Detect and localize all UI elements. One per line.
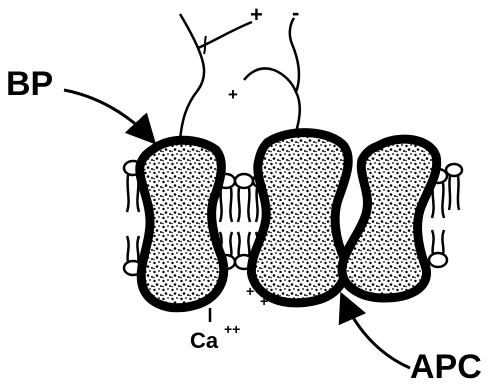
apc-label: APC [410,348,482,386]
protein-apc [342,139,437,298]
bp-label: BP [6,65,53,103]
plus-sign-low-1: + [246,283,254,299]
minus-sign-top: - [292,0,299,25]
protein-bp [140,140,224,308]
protein-middle [251,133,348,303]
small-squiggle [204,36,206,54]
apc-arrow [344,300,410,368]
plus-sign-left: + [228,85,238,104]
plus-sign-low-2: + [260,293,268,309]
bp-arrow [64,90,150,138]
plus-sign-top: + [250,2,263,27]
calcium-charge: ++ [224,321,240,337]
middle-protein-tail [244,18,300,132]
bp-tail [180,14,252,140]
calcium-label: Ca [190,328,219,353]
